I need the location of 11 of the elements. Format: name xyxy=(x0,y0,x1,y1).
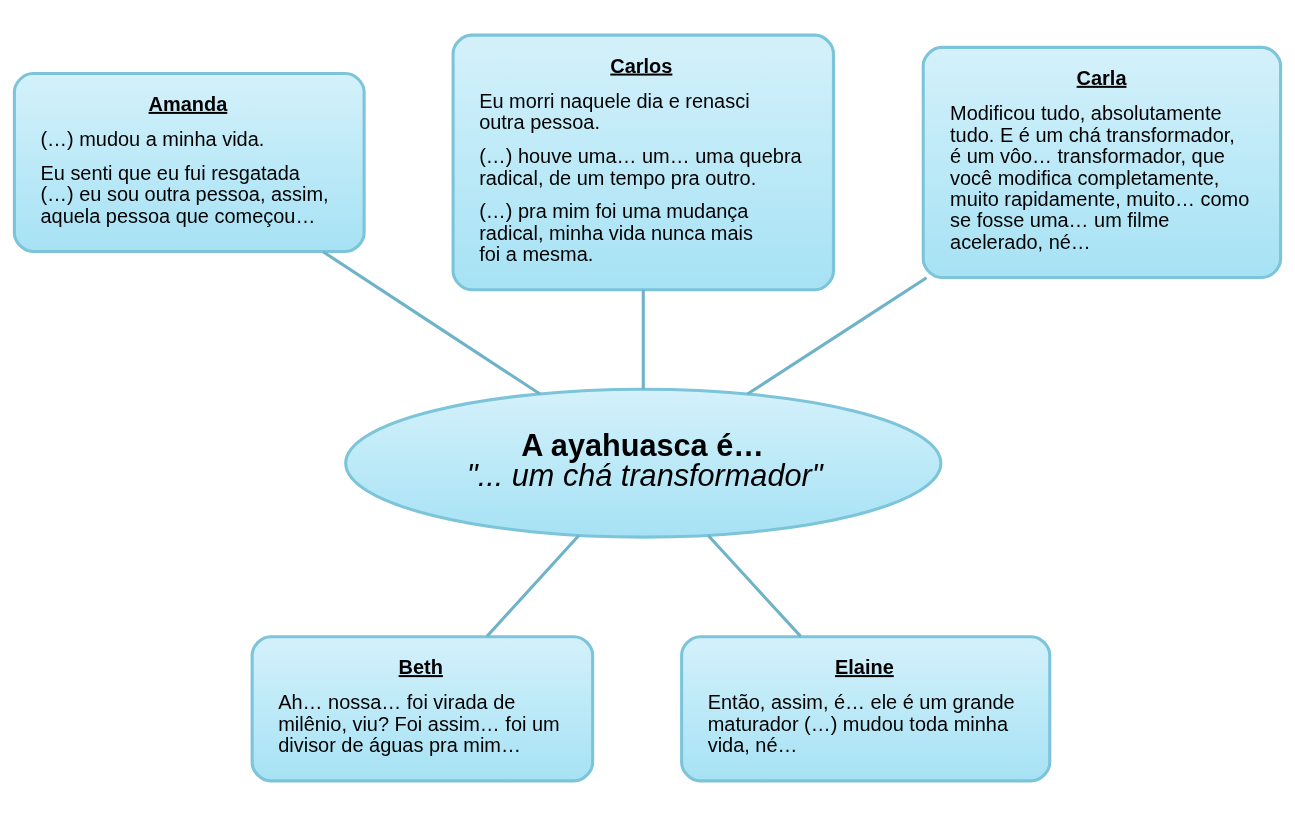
connector xyxy=(322,250,541,396)
node-box: Beth Ah… nossa… foi virada de milênio, viu? Foi assim… foi um divisor de águas pra mim… xyxy=(250,635,595,783)
node-box: Carla Modificou tudo, absolutamente tudo. E é um chá transformador, é um vôo… transformador, que você modifica completamente, muito rapidamente, muito… como se fosse uma… um filme acelerado, né… xyxy=(921,45,1283,280)
node-box: Amanda (…) mudou a minha vida. Eu senti que eu fui resgatada (…) eu sou outra pessoa, assim, aquela pessoa que começou… xyxy=(12,71,366,253)
connector xyxy=(641,289,645,390)
connector xyxy=(707,534,802,638)
node-box: Elaine Então, assim, é… ele é um grande maturador (…) mudou toda minha vida, né… xyxy=(680,635,1052,783)
node-ellipse: A ayahuasca é… "... um chá transformador" xyxy=(344,387,943,539)
connector xyxy=(485,534,580,638)
node-box: Carlos Eu morri naquele dia e renasci outra pessoa. (…) houve uma… um… uma quebra radical, de um tempo pra outro. (…) pra mim foi uma mudança radical, minha vida nunca mais foi a mesma. xyxy=(451,33,835,292)
connector xyxy=(746,276,928,396)
